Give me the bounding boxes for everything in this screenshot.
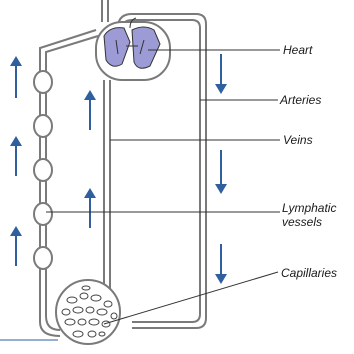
label-capillaries: Capillaries: [281, 266, 337, 280]
arrow-up-icon: [10, 136, 22, 176]
arrow-down-icon: [215, 150, 227, 194]
label-veins: Veins: [283, 133, 313, 147]
label-lymphatic-line2: vessels: [282, 215, 336, 229]
arrow-up-icon: [10, 56, 22, 98]
arrow-down-icon: [215, 244, 227, 284]
lymph-node: [34, 247, 52, 269]
lymph-node: [34, 71, 52, 93]
lymph-node: [34, 203, 52, 225]
label-heart: Heart: [283, 43, 312, 57]
lymph-node: [34, 115, 52, 137]
arrow-down-icon: [215, 54, 227, 94]
lymph-node: [34, 159, 52, 181]
arrow-up-icon: [84, 90, 96, 130]
veins-loop: [104, 80, 110, 300]
capillary-bed: [56, 280, 120, 344]
arrow-up-icon: [10, 226, 22, 266]
leader-capillaries: [104, 272, 278, 324]
label-lymphatic-line1: Lymphatic: [282, 201, 336, 215]
label-lymphatic-vessels: Lymphatic vessels: [282, 201, 336, 229]
arrow-up-icon: [84, 188, 96, 228]
heart-icon: [96, 18, 170, 80]
label-arteries: Arteries: [280, 93, 321, 107]
